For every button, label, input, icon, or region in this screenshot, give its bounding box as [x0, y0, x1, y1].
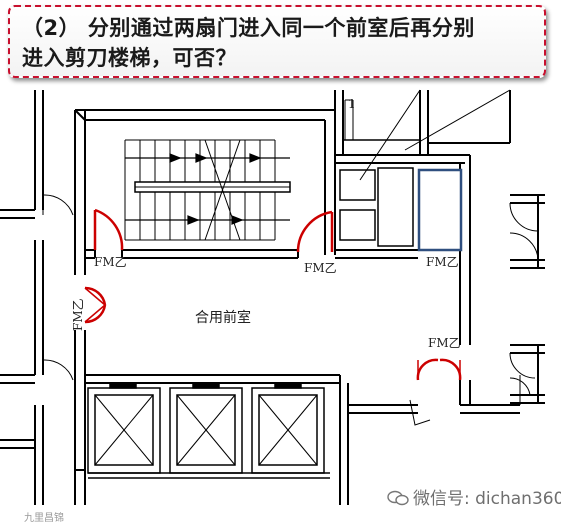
door-label-left-vertical: FM乙 — [71, 298, 85, 331]
black-doors — [42, 194, 539, 426]
title-line-2: 进入剪刀楼梯，可否？ — [22, 46, 237, 70]
wechat-id: 微信号: dichan360 — [413, 489, 561, 509]
fire-doors — [84, 208, 462, 381]
left-wall-stubs — [0, 209, 35, 449]
labels: FM乙 FM乙 FM乙 FM乙 FM乙 合用前室 1 — [71, 97, 461, 350]
shafts — [339, 139, 420, 247]
scissor-stair — [124, 139, 291, 241]
title-box: （2） 分别通过两扇门进入同一个前室后再分别 进入剪刀楼梯，可否？ — [8, 5, 546, 78]
title-line-1: （2） 分别通过两扇门进入同一个前室后再分别 — [22, 16, 475, 40]
anteroom-label: 合用前室 — [195, 309, 251, 326]
upper-diagonals — [344, 89, 511, 181]
source-text: 九里昌锦 — [24, 513, 64, 524]
title: （2） 分别通过两扇门进入同一个前室后再分别 进入剪刀楼梯，可否？ — [22, 13, 542, 73]
source-watermark: 九里昌锦 — [24, 509, 64, 524]
wechat-watermark: 微信号: dichan360 — [387, 484, 561, 509]
stair-arrows — [125, 153, 290, 225]
door-label-stair-right: FM乙 — [304, 261, 337, 275]
door-label-stair-left: FM乙 — [94, 255, 127, 269]
highlighted-shaft — [417, 168, 463, 252]
door-label-lower-right: FM乙 — [428, 336, 461, 350]
walls — [34, 90, 545, 505]
wechat-icon — [387, 490, 409, 506]
door-label-upper-right: FM乙 — [426, 255, 459, 269]
floor-mark: 1 — [348, 97, 356, 111]
elevators — [87, 382, 330, 479]
